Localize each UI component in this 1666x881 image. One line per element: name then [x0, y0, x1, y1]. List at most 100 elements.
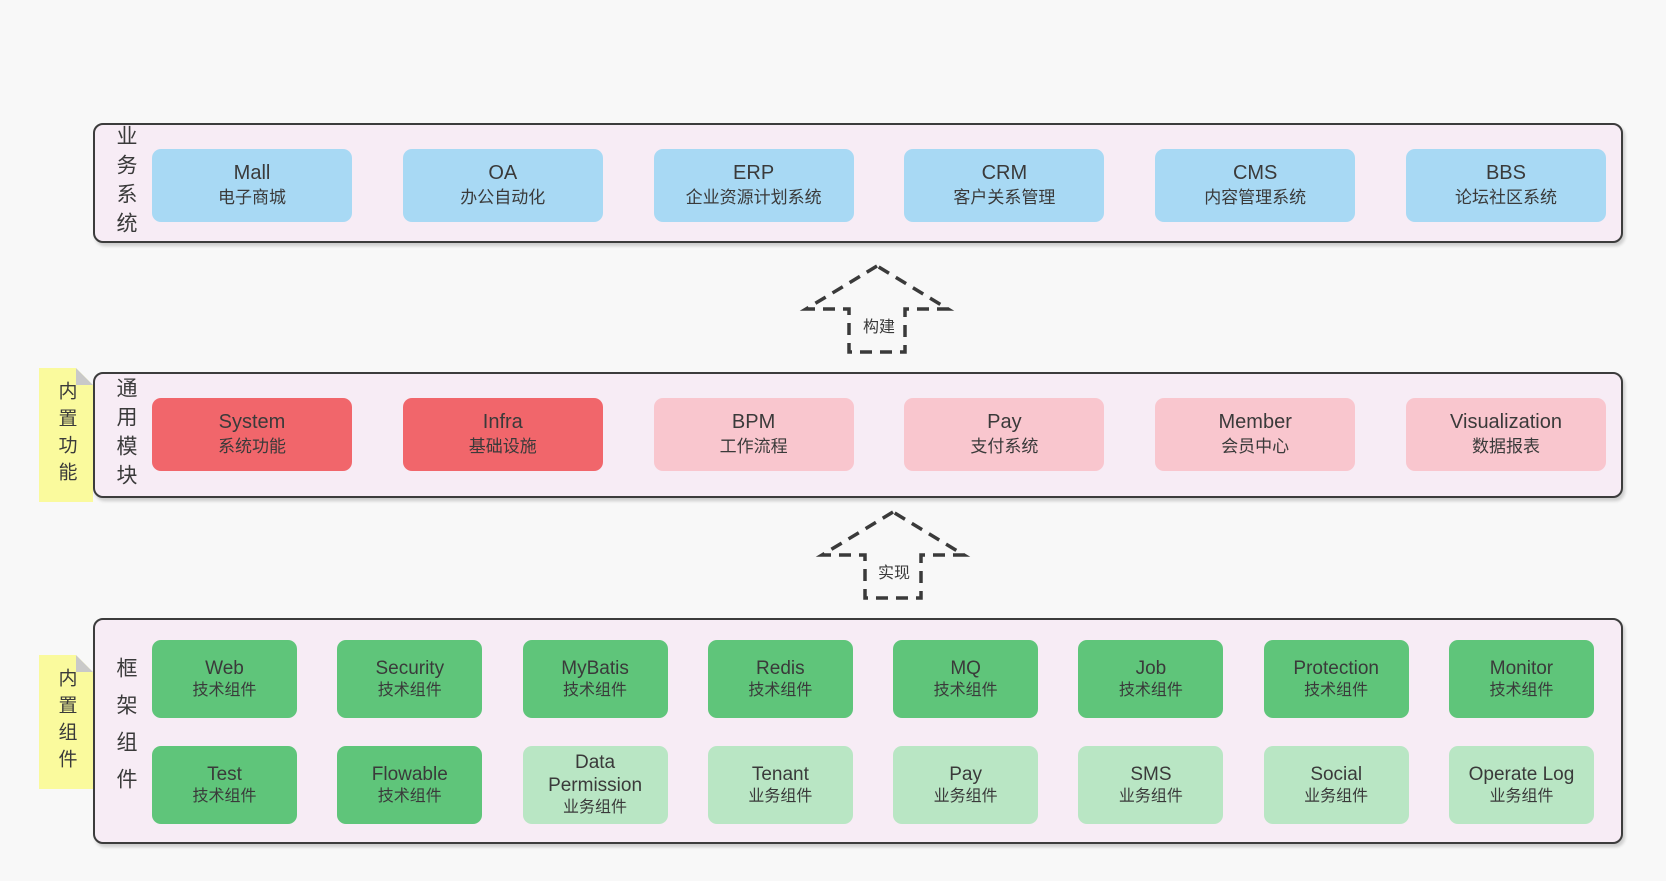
- diagram-box-pay: Pay 支付系统: [904, 398, 1105, 471]
- box-subtitle: 会员中心: [1221, 437, 1290, 456]
- box-subtitle: 业务组件: [933, 787, 998, 805]
- sticky-note-builtin-features-label: 内置功能: [55, 381, 77, 489]
- box-title: ERP: [733, 162, 775, 184]
- diagram-box-security: Security 技术组件: [337, 640, 483, 718]
- box-title: Test: [207, 763, 242, 785]
- box-title: Pay: [987, 411, 1022, 433]
- box-subtitle: 内容管理系统: [1204, 188, 1307, 207]
- box-subtitle: 技术组件: [933, 681, 998, 699]
- box-subtitle: 论坛社区系统: [1454, 188, 1557, 207]
- box-subtitle: 业务组件: [1118, 787, 1183, 805]
- box-subtitle: 业务组件: [1489, 787, 1554, 805]
- diagram-box-erp: ERP 企业资源计划系统: [653, 149, 854, 222]
- box-title: Infra: [482, 411, 523, 433]
- box-title: Web: [205, 657, 244, 679]
- diagram-box-system: System 系统功能: [152, 398, 352, 471]
- diagram-box-data-permission: Data Permission 业务组件: [522, 746, 668, 824]
- box-title: CMS: [1232, 162, 1278, 184]
- common-modules-row: System 系统功能 Infra 基础设施 BPM 工作流程 Pay 支付系统 Member 会…: [152, 398, 1606, 471]
- diagram-box-bpm: BPM 工作流程: [653, 398, 854, 471]
- diagram-box-protection: Protection 技术组件: [1263, 640, 1409, 718]
- box-title: MyBatis: [561, 657, 629, 679]
- diagram-box-mq: MQ 技术组件: [893, 640, 1039, 718]
- diagram-box-infra: Infra 基础设施: [402, 398, 603, 471]
- box-title: Social: [1310, 763, 1363, 785]
- diagram-box-flowable: Flowable 技术组件: [337, 746, 483, 824]
- box-title: Job: [1135, 657, 1167, 679]
- diagram-box-oa: OA 办公自动化: [402, 149, 603, 222]
- box-title: Security: [375, 657, 445, 679]
- sticky-note-builtin-components-label: 内置组件: [55, 668, 77, 776]
- box-title: Visualization: [1450, 411, 1562, 433]
- layer-label-framework-components: 框架组件: [114, 657, 137, 805]
- box-subtitle: 企业资源计划系统: [685, 188, 822, 207]
- diagram-box-crm: CRM 客户关系管理: [904, 149, 1105, 222]
- box-title: Pay: [949, 763, 982, 785]
- diagram-box-visualization: Visualization 数据报表: [1405, 398, 1606, 471]
- sticky-note-builtin-features: 内置功能: [39, 368, 93, 502]
- layer-business-systems: 业务系统 Mall 电子商城 OA 办公自动化 ERP 企业资源计划系统 CRM 客户关系管理…: [93, 123, 1623, 243]
- arrow-label-build: 构建: [859, 312, 899, 338]
- diagram-box-sms: SMS 业务组件: [1078, 746, 1224, 824]
- layer-label-common-modules: 通用模块: [114, 377, 137, 493]
- box-subtitle: 办公自动化: [460, 188, 546, 207]
- dashed-up-arrow-build: [799, 263, 955, 354]
- box-title: Redis: [756, 657, 805, 679]
- box-title: Data Permission: [548, 752, 643, 796]
- box-title: Tenant: [751, 763, 809, 785]
- box-subtitle: 基础设施: [468, 437, 537, 456]
- box-subtitle: 业务组件: [1304, 787, 1369, 805]
- diagram-box-mall: Mall 电子商城: [152, 149, 352, 222]
- diagram-box-redis: Redis 技术组件: [707, 640, 853, 718]
- diagram-box-cms: CMS 内容管理系统: [1155, 149, 1356, 222]
- box-subtitle: 数据报表: [1471, 437, 1540, 456]
- box-title: Member: [1218, 411, 1292, 433]
- box-subtitle: 客户关系管理: [953, 188, 1056, 207]
- box-subtitle: 业务组件: [563, 799, 628, 816]
- layer-label-business-systems: 业务系统: [114, 125, 137, 241]
- diagram-box-job: Job 技术组件: [1078, 640, 1224, 718]
- box-title: System: [218, 411, 286, 433]
- diagram-box-social: Social 业务组件: [1263, 746, 1409, 824]
- diagram-box-mybatis: MyBatis 技术组件: [522, 640, 668, 718]
- box-title: MQ: [950, 657, 981, 679]
- box-title: SMS: [1130, 763, 1172, 785]
- box-subtitle: 系统功能: [218, 437, 286, 456]
- arrow-label-implement: 实现: [874, 558, 914, 584]
- box-subtitle: 支付系统: [970, 437, 1039, 456]
- box-subtitle: 技术组件: [377, 681, 442, 699]
- diagram-box-operate-log: Operate Log 业务组件: [1448, 746, 1594, 824]
- box-subtitle: 技术组件: [1304, 681, 1369, 699]
- diagram-box-pay: Pay 业务组件: [893, 746, 1039, 824]
- box-title: BPM: [731, 411, 776, 433]
- box-title: CRM: [981, 162, 1028, 184]
- diagram-box-bbs: BBS 论坛社区系统: [1405, 149, 1606, 222]
- dashed-up-arrow-implement: [815, 509, 971, 600]
- box-title: Mall: [233, 162, 271, 184]
- box-title: Operate Log: [1468, 763, 1575, 785]
- business-systems-row: Mall 电子商城 OA 办公自动化 ERP 企业资源计划系统 CRM 客户关系管理 CMS 内容…: [152, 149, 1606, 222]
- box-subtitle: 电子商城: [218, 188, 286, 207]
- box-subtitle: 工作流程: [719, 437, 788, 456]
- diagram-box-web: Web 技术组件: [152, 640, 297, 718]
- box-subtitle: 技术组件: [192, 681, 257, 699]
- box-subtitle: 技术组件: [192, 787, 257, 805]
- box-subtitle: 技术组件: [377, 787, 442, 805]
- box-subtitle: 技术组件: [1118, 681, 1183, 699]
- box-title: OA: [488, 162, 518, 184]
- framework-components-row-2: Test 技术组件 Flowable 技术组件 Data Permission 业务组件 T…: [152, 746, 1594, 824]
- box-title: Flowable: [371, 763, 448, 785]
- box-subtitle: 技术组件: [748, 681, 813, 699]
- box-title: Protection: [1293, 657, 1379, 679]
- layer-common-modules: 通用模块 System 系统功能 Infra 基础设施 BPM 工作流程 Pay 支付系统 Me…: [93, 372, 1623, 498]
- box-subtitle: 技术组件: [563, 681, 628, 699]
- sticky-note-builtin-components: 内置组件: [39, 655, 93, 789]
- diagram-box-test: Test 技术组件: [152, 746, 297, 824]
- box-title: Monitor: [1489, 657, 1554, 679]
- diagram-box-member: Member 会员中心: [1155, 398, 1356, 471]
- box-title: BBS: [1485, 162, 1526, 184]
